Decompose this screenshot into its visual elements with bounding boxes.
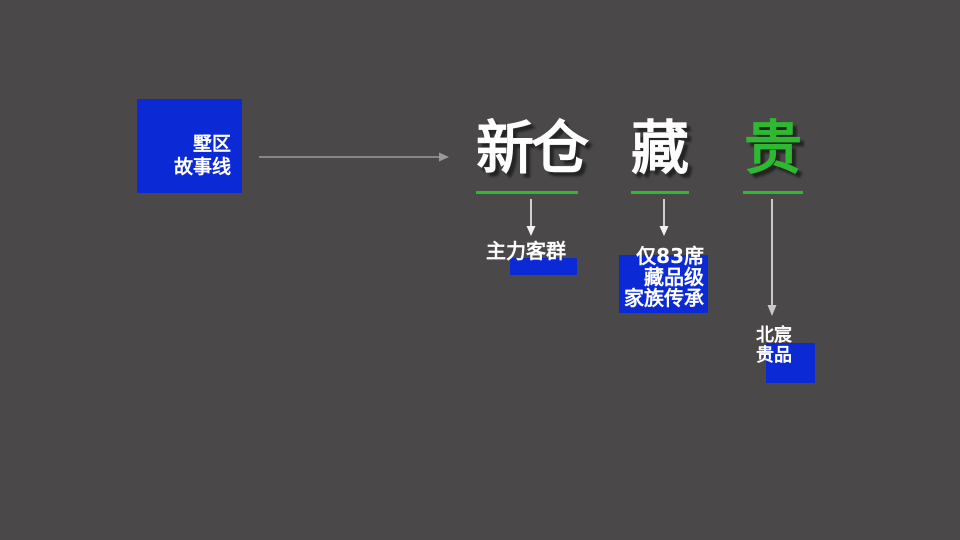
title-word-cang-text: 藏 (631, 114, 690, 182)
annotation-label-83-seats: 仅83席 藏品级 家族传承 (624, 244, 704, 310)
title-word-xincang-text: 新仓 (476, 114, 589, 182)
arrow-down-icon (659, 199, 669, 236)
story-line-box[interactable]: 墅区 故事线 (137, 99, 242, 193)
green-underline (476, 191, 578, 194)
green-underline (631, 191, 689, 194)
title-word-cang[interactable]: 藏 (631, 112, 689, 196)
arrow-down-icon (767, 199, 777, 316)
annotation-label-beichen: 北宸 贵品 (756, 325, 792, 366)
green-underline (743, 191, 803, 194)
title-word-gui[interactable]: 贵 (743, 112, 803, 196)
title-word-gui-text: 贵 (743, 114, 802, 182)
arrow-down-icon (526, 199, 536, 236)
title-word-xincang[interactable]: 新仓 (476, 112, 589, 196)
annotation-box-main-customers[interactable] (510, 258, 577, 275)
annotation-box-83-seats[interactable] (619, 255, 708, 313)
annotation-box-beichen[interactable] (766, 343, 815, 383)
arrow-right-icon (259, 152, 449, 162)
story-line-label: 墅区 故事线 (173, 133, 231, 178)
annotation-label-main-customers: 主力客群 (486, 239, 566, 263)
